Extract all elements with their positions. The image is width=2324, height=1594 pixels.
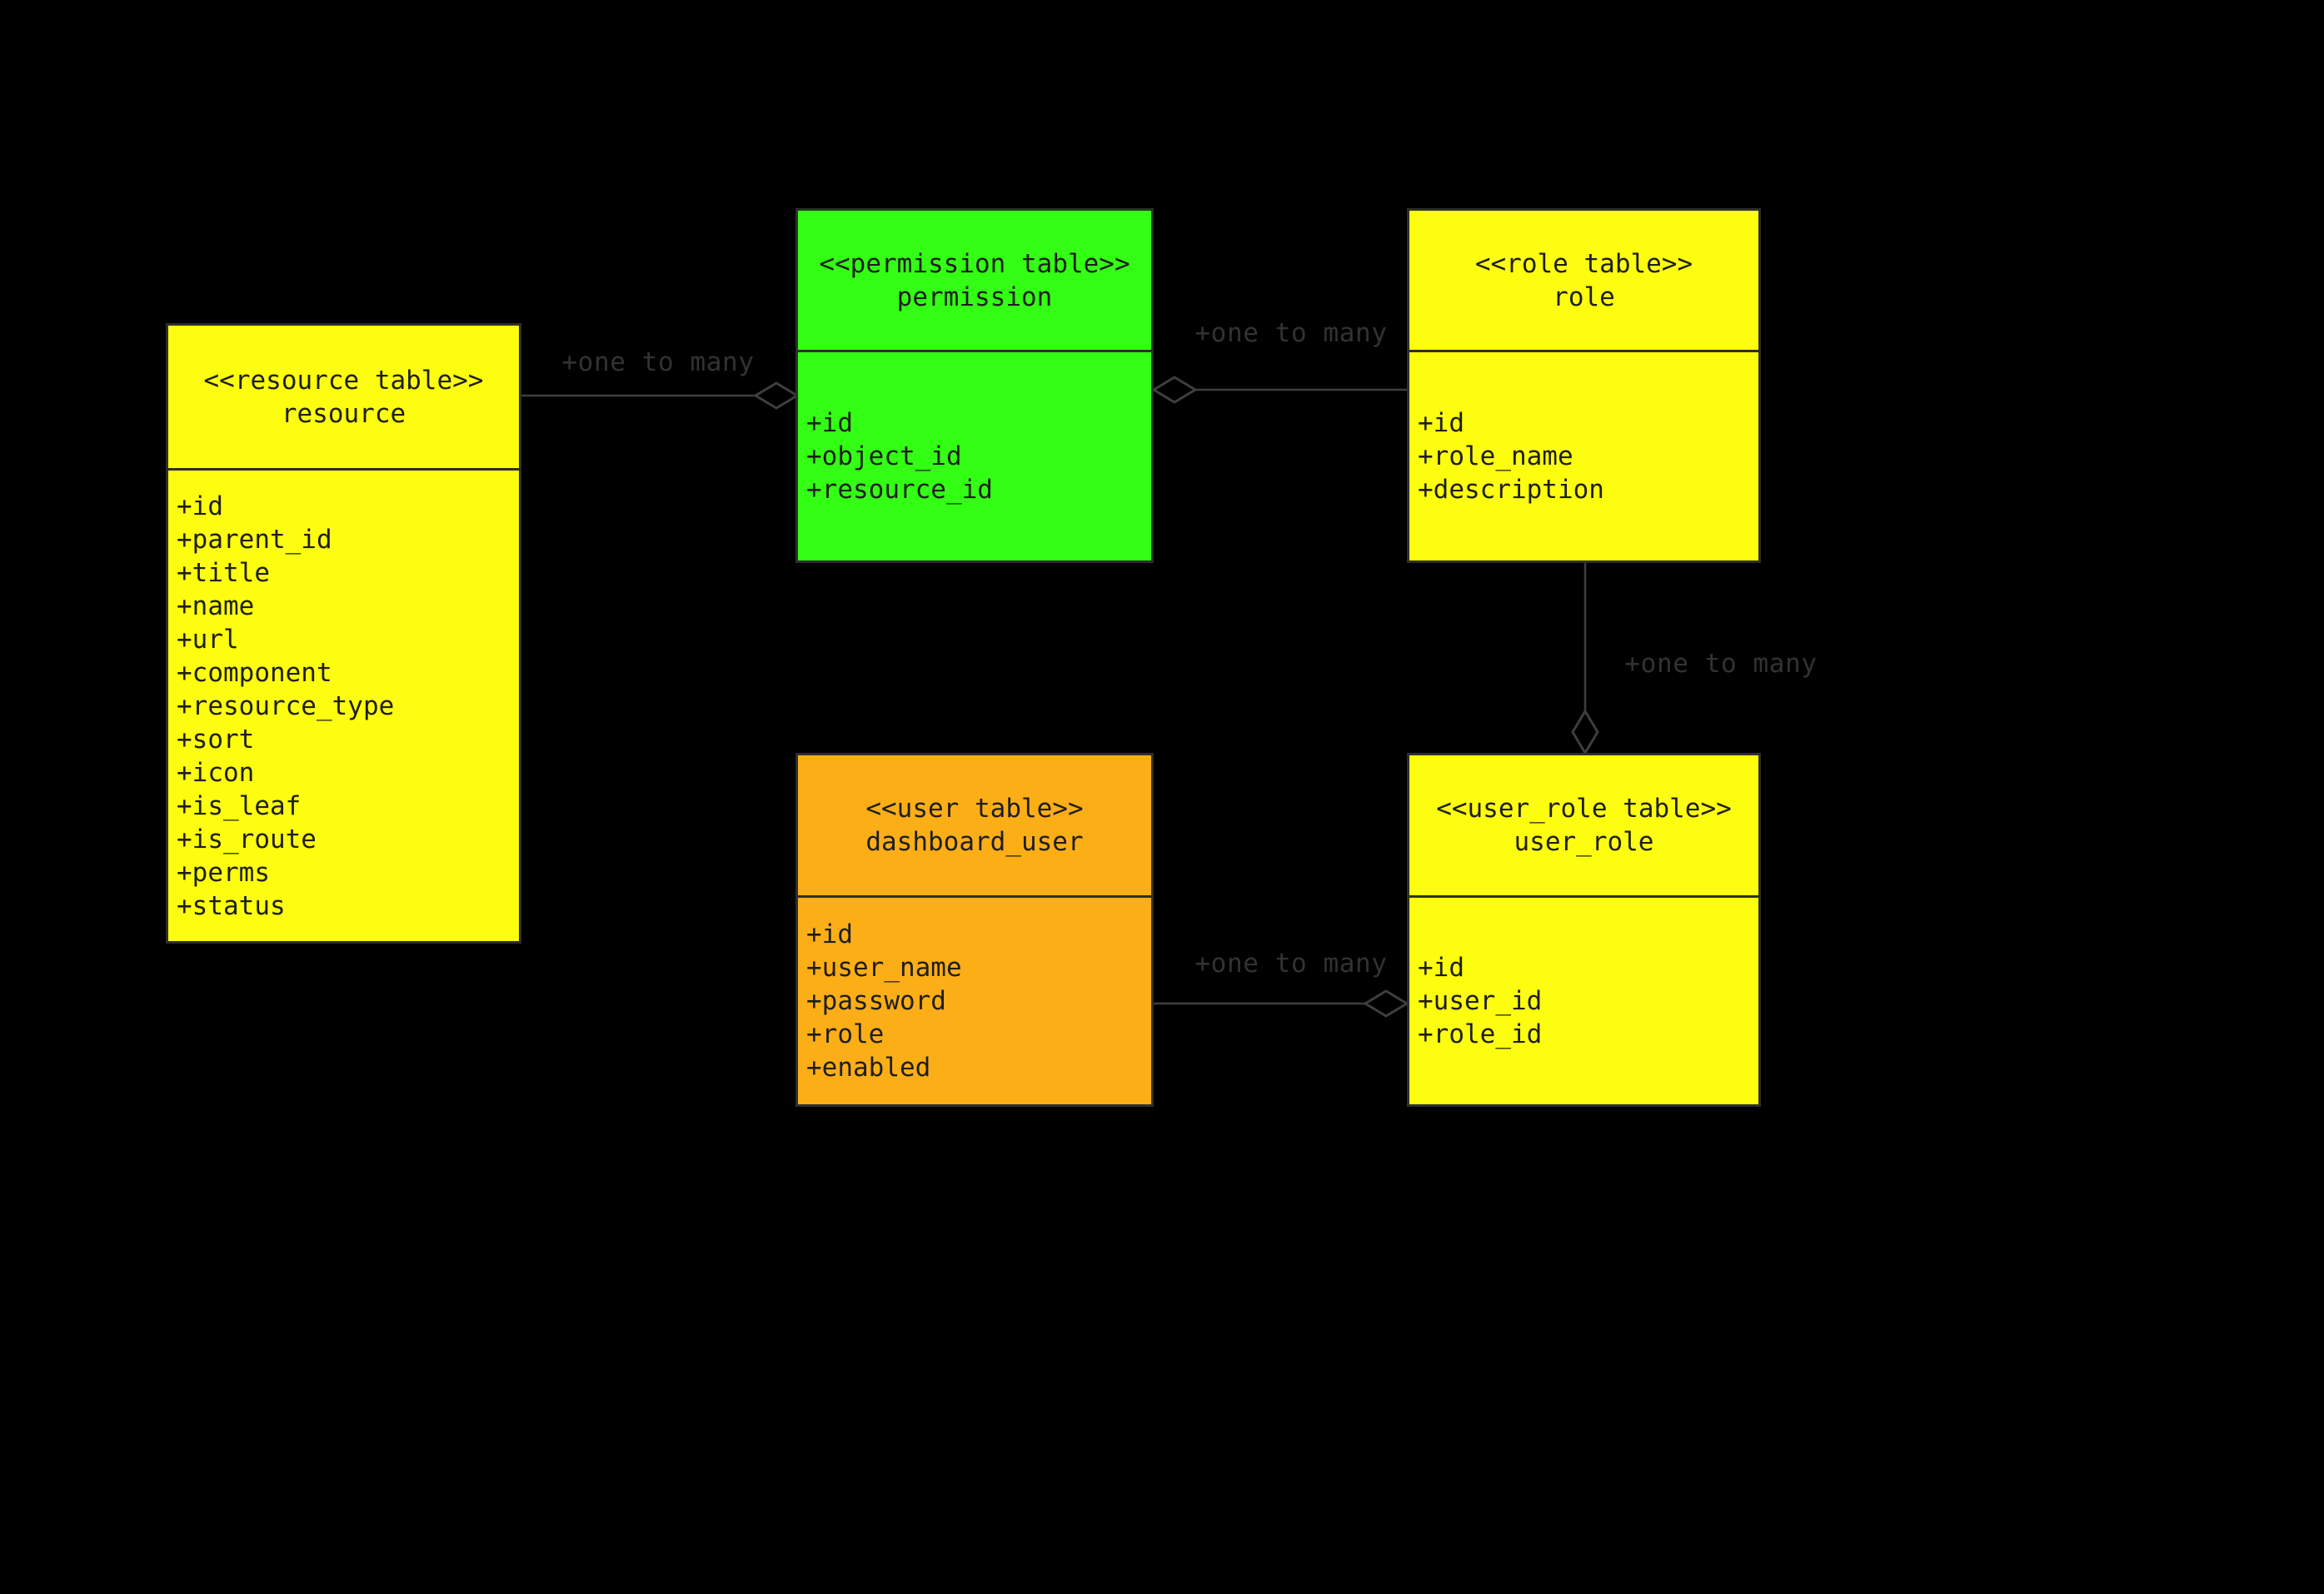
field: +role_id — [1418, 1019, 1543, 1049]
field: +password — [806, 986, 946, 1016]
aggregation-diamond-icon — [1151, 376, 1198, 404]
entity-resource: <<resource table>> resource +id +parent_… — [166, 323, 521, 944]
entity-name: user_role — [1514, 827, 1654, 857]
entity-stereotype: <<user table>> — [865, 794, 1084, 824]
relation-label: +one to many — [1194, 318, 1388, 348]
entity-stereotype: <<permission table>> — [819, 248, 1130, 279]
field: +id — [806, 408, 853, 438]
entity-stereotype: <<user_role table>> — [1436, 794, 1732, 824]
field: +object_id — [806, 441, 962, 471]
entity-header: <<role table>> role — [1409, 211, 1758, 352]
field: +role — [806, 1019, 885, 1049]
field: +sort — [177, 724, 255, 755]
relation-user-user-role — [1154, 989, 1409, 1018]
relation-label: +one to many — [1624, 649, 1818, 679]
field: +status — [177, 890, 286, 921]
field: +id — [1418, 408, 1464, 438]
entity-name: dashboard_user — [865, 827, 1084, 857]
relation-role-user-role — [1571, 563, 1599, 755]
entity-header: <<resource table>> resource — [168, 326, 519, 471]
field: +resource_id — [806, 475, 993, 505]
entity-header: <<permission table>> permission — [798, 211, 1151, 352]
entity-role: <<role table>> role +id +role_name +desc… — [1407, 208, 1761, 563]
entity-user-role: <<user_role table>> user_role +id +user_… — [1407, 753, 1761, 1107]
entity-permission: <<permission table>> permission +id +obj… — [795, 208, 1154, 563]
aggregation-diamond-icon — [1363, 989, 1409, 1018]
relation-permission-role — [1151, 376, 1407, 404]
entity-fields: +id +object_id +resource_id — [798, 352, 1151, 560]
field: +component — [177, 657, 332, 688]
field: +role_name — [1418, 441, 1573, 471]
field: +user_id — [1418, 986, 1543, 1016]
field: +title — [177, 557, 270, 588]
entity-fields: +id +user_name +password +role +enabled — [798, 898, 1151, 1104]
entity-stereotype: <<role table>> — [1474, 248, 1693, 279]
field: +url — [177, 624, 239, 655]
field: +perms — [177, 857, 270, 888]
relation-label: +one to many — [561, 347, 755, 377]
field: +icon — [177, 757, 255, 788]
field: +id — [177, 491, 223, 521]
entity-fields: +id +user_id +role_id — [1409, 898, 1758, 1104]
entity-header: <<user table>> dashboard_user — [798, 755, 1151, 898]
entity-fields: +id +role_name +description — [1409, 352, 1758, 560]
field: +id — [1418, 953, 1464, 983]
field: +is_leaf — [177, 790, 302, 821]
relation-resource-permission — [521, 381, 800, 410]
entity-stereotype: <<resource table>> — [203, 365, 484, 396]
entity-name: resource — [281, 398, 406, 429]
field: +description — [1418, 475, 1604, 505]
field: +is_route — [177, 824, 317, 854]
field: +resource_type — [177, 690, 395, 721]
aggregation-diamond-icon — [753, 381, 800, 410]
aggregation-diamond-icon — [1571, 709, 1599, 755]
entity-dashboard-user: <<user table>> dashboard_user +id +user_… — [795, 753, 1154, 1107]
field: +parent_id — [177, 524, 332, 555]
field: +enabled — [806, 1053, 931, 1083]
field: +user_name — [806, 953, 962, 983]
field: +id — [806, 919, 853, 949]
entity-name: role — [1553, 281, 1615, 312]
field: +name — [177, 590, 255, 621]
relation-label: +one to many — [1194, 949, 1388, 979]
entity-header: <<user_role table>> user_role — [1409, 755, 1758, 898]
entity-fields: +id +parent_id +title +name +url +compon… — [168, 471, 519, 941]
entity-name: permission — [896, 281, 1053, 312]
